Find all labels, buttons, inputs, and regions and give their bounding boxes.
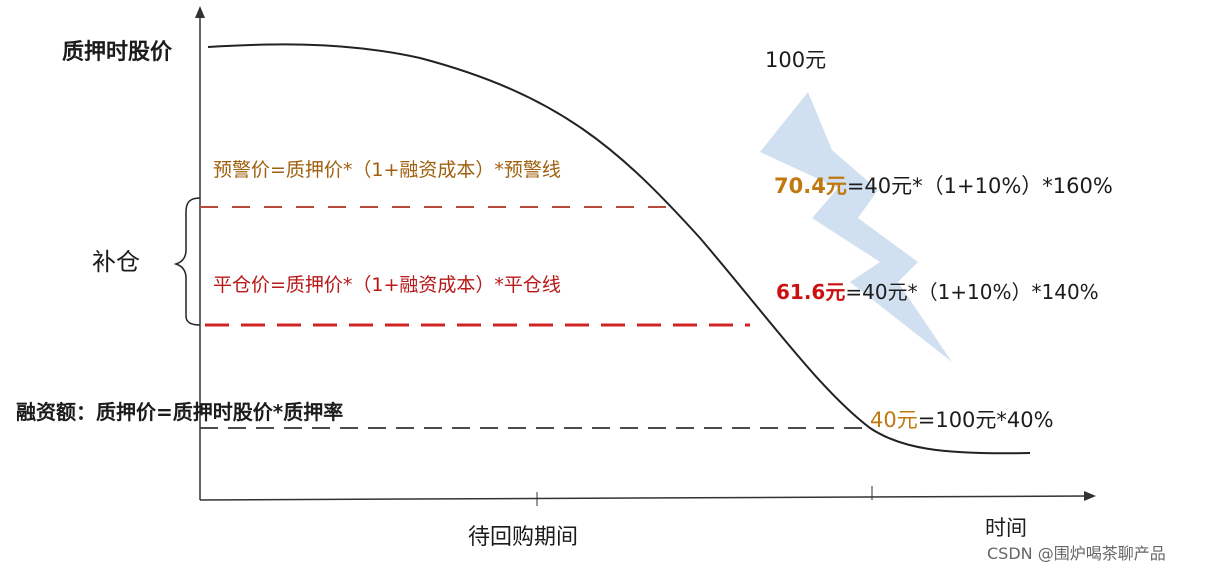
- margin-call-bracket: [173, 197, 201, 326]
- margin-call-label: 补仓: [92, 248, 140, 276]
- x-axis: [199, 495, 1089, 501]
- y-axis-arrow-icon: [195, 6, 205, 18]
- warning-formula: 预警价=质押价*（1+融资成本）*预警线: [213, 159, 561, 181]
- liquidation-formula: 平仓价=质押价*（1+融资成本）*平仓线: [213, 274, 561, 296]
- lightning-bolt-icon: [760, 92, 952, 362]
- watermark: CSDN @围炉喝茶聊产品: [987, 544, 1166, 563]
- pledge-value: 40元: [870, 408, 918, 432]
- warning-value-row: 70.4元=40元*（1+10%）*160%: [774, 176, 1113, 197]
- liquidation-value: 61.6元: [776, 280, 846, 304]
- pledge-value-row: 40元=100元*40%: [870, 410, 1054, 431]
- start-price-value: 100元: [765, 48, 827, 72]
- x-axis-time-label: 时间: [985, 516, 1027, 540]
- price-curve: [207, 43, 1031, 455]
- warning-calc: =40元*（1+10%）*160%: [846, 174, 1113, 198]
- pledge-calc: =100元*40%: [917, 408, 1054, 432]
- x-axis-period-label: 待回购期间: [468, 525, 579, 550]
- x-axis-arrow-icon: [1084, 491, 1096, 501]
- liquidation-value-row: 61.6元=40元*（1+10%）*140%: [776, 282, 1099, 302]
- warning-value: 70.4元: [774, 174, 847, 198]
- financing-formula: 融资额：质押价=质押时股价*质押率: [16, 400, 344, 424]
- liquidation-calc: =40元*（1+10%）*140%: [845, 280, 1099, 304]
- pledge-stock-price-label: 质押时股价: [62, 40, 173, 65]
